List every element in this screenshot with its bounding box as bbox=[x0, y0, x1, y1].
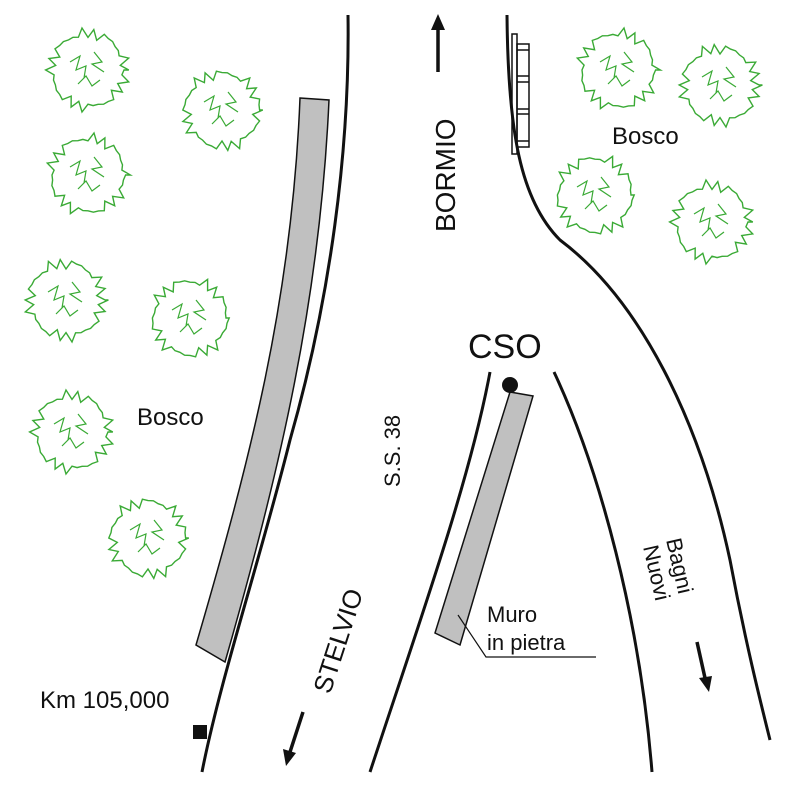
arrow-up-icon bbox=[431, 14, 445, 72]
tree-icon bbox=[44, 26, 131, 114]
cso-marker bbox=[502, 377, 518, 393]
label-in-pietra: in pietra bbox=[487, 630, 566, 655]
trees bbox=[23, 26, 763, 580]
tree-detail bbox=[69, 51, 105, 87]
arrow-down-left-icon bbox=[283, 711, 305, 766]
tree-icon bbox=[23, 258, 109, 344]
arrow-down-right-icon bbox=[695, 641, 712, 692]
label-bosco-left: Bosco bbox=[137, 404, 204, 431]
tree-detail bbox=[701, 66, 737, 102]
label-stelvio: STELVIO bbox=[307, 585, 369, 697]
tree-icon bbox=[181, 70, 264, 152]
tree-detail bbox=[599, 51, 635, 87]
road-edge-right-upper bbox=[505, 14, 772, 741]
tree-detail bbox=[53, 413, 89, 449]
tree-icon bbox=[151, 278, 231, 358]
road-edge-left bbox=[200, 14, 350, 773]
tree-icon bbox=[28, 388, 115, 476]
muro-leader-line bbox=[457, 614, 596, 658]
wall-left bbox=[195, 97, 330, 664]
tree-detail bbox=[693, 203, 729, 239]
bridge-structure bbox=[511, 33, 530, 155]
tree-detail bbox=[69, 156, 105, 192]
label-bormio: BORMIO bbox=[430, 118, 461, 232]
tree-icon bbox=[668, 178, 755, 266]
tree-detail bbox=[129, 519, 165, 555]
tree-detail bbox=[203, 91, 239, 127]
tree-detail bbox=[576, 176, 612, 212]
tree-icon bbox=[575, 26, 664, 110]
km-marker bbox=[193, 725, 207, 739]
tree-icon bbox=[556, 155, 636, 235]
label-muro: Muro bbox=[487, 602, 537, 627]
road-edge-right-lower bbox=[552, 371, 654, 773]
label-bosco-right: Bosco bbox=[612, 123, 679, 150]
label-cso: CSO bbox=[468, 328, 542, 366]
label-ss38: S.S. 38 bbox=[380, 415, 405, 487]
tree-icon bbox=[107, 498, 190, 580]
stone-wall bbox=[434, 391, 534, 647]
label-km: Km 105,000 bbox=[40, 687, 169, 714]
road-edge-center bbox=[368, 371, 492, 773]
tree-icon bbox=[45, 131, 134, 215]
tree-detail bbox=[47, 281, 83, 317]
tree-icon bbox=[677, 43, 763, 129]
tree-detail bbox=[171, 299, 207, 335]
